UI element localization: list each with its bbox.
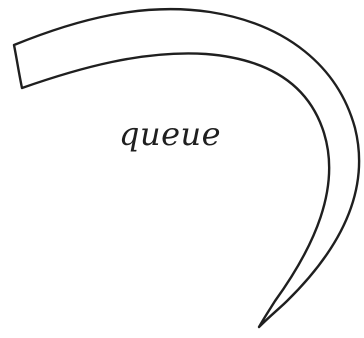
- queue-label: queue: [119, 118, 221, 150]
- curved-queue-outline: [14, 9, 359, 327]
